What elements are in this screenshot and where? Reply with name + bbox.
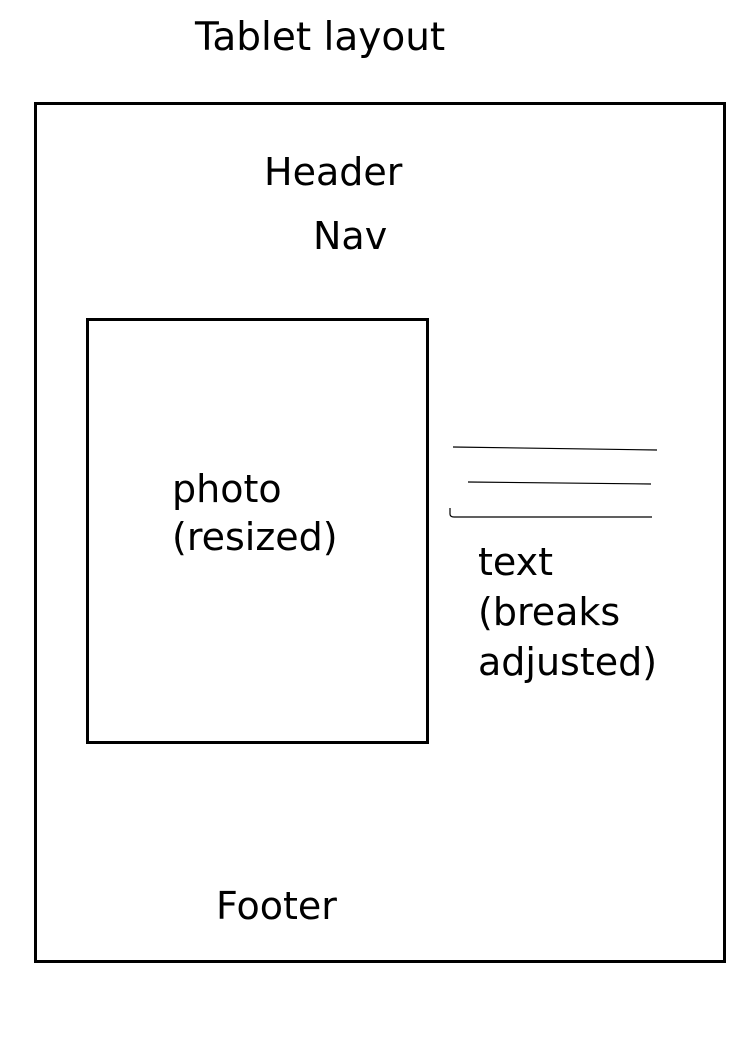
text-lines-sketch xyxy=(449,446,658,518)
header-label: Header xyxy=(264,150,403,194)
diagram-title: Tablet layout xyxy=(195,15,446,60)
text-label: text (breaks adjusted) xyxy=(478,537,657,687)
text-line-2 xyxy=(467,481,652,485)
photo-placeholder-box xyxy=(86,318,429,744)
nav-label: Nav xyxy=(313,214,388,258)
photo-label-line-1: photo xyxy=(172,467,282,511)
photo-label-line-2: (resized) xyxy=(172,515,338,559)
text-label-line-2: (breaks xyxy=(478,590,621,634)
text-line-1 xyxy=(452,446,658,451)
photo-label: photo (resized) xyxy=(172,465,338,561)
text-label-line-3: adjusted) xyxy=(478,640,658,684)
tablet-frame xyxy=(34,102,726,963)
text-line-3 xyxy=(449,508,652,518)
text-label-line-1: text xyxy=(478,540,553,584)
footer-label: Footer xyxy=(216,884,337,928)
